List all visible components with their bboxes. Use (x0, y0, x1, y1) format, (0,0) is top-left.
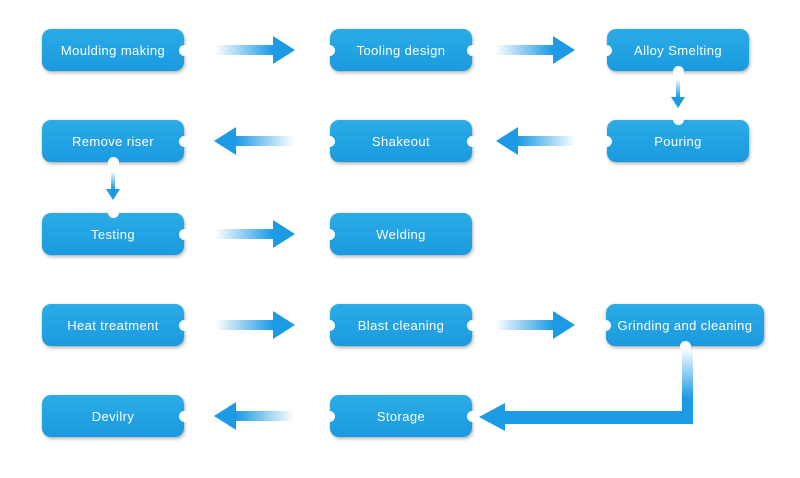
connector-notch-right (179, 44, 190, 56)
node-testing: Testing (42, 207, 190, 255)
arrow-head-icon (214, 127, 236, 155)
node-label: Blast cleaning (357, 317, 445, 333)
node-label: Alloy Smelting (634, 42, 722, 58)
connector-notch-right (179, 319, 190, 331)
arrow-head-icon (553, 36, 575, 64)
connector-notch-bottom (107, 157, 119, 168)
arrow-head-icon (671, 97, 685, 108)
connector-notch-right (179, 228, 190, 240)
node-storage: Storage (324, 395, 478, 437)
arrow-shaft (236, 411, 294, 421)
arrow-head-icon (273, 220, 295, 248)
node-label: Pouring (654, 133, 702, 149)
connector-notch-right (467, 319, 478, 331)
arrow-shaft (215, 229, 273, 239)
flow-arrow-right (215, 36, 295, 64)
node-heat-treatment: Heat treatment (42, 304, 190, 346)
node-label: Shakeout (371, 133, 431, 149)
arrow-shaft (676, 80, 680, 97)
flow-arrow-left (214, 127, 294, 155)
connector-notch-left (324, 410, 335, 422)
node-label: Tooling design (356, 42, 446, 58)
flow-arrow-right (215, 220, 295, 248)
connector-notch-left (324, 44, 335, 56)
connector-notch-left (324, 228, 335, 240)
flow-arrow-left (214, 402, 294, 430)
arrow-head-icon (214, 402, 236, 430)
arrow-head-icon (496, 127, 518, 155)
connector-notch-left (600, 319, 611, 331)
node-label: Storage (376, 408, 426, 424)
node-devilry: Devilry (42, 395, 190, 437)
node-label: Remove riser (71, 133, 155, 149)
arrow-head-icon (106, 189, 120, 200)
node-label: Testing (91, 226, 135, 242)
node-label: Moulding making (60, 42, 166, 58)
connector-notch-left (601, 135, 612, 147)
connector-notch-right (467, 410, 478, 422)
node-label: Heat treatment (67, 317, 159, 333)
arrow-shaft (495, 45, 553, 55)
arrow-head-icon (273, 36, 295, 64)
flow-connector-elbow-vertical (682, 348, 693, 411)
arrow-shaft (215, 45, 273, 55)
connector-notch-right (179, 135, 190, 147)
node-remove-riser: Remove riser (42, 120, 190, 168)
connector-notch-top (107, 207, 119, 218)
node-tooling-design: Tooling design (324, 29, 478, 71)
node-shakeout: Shakeout (324, 120, 478, 162)
connector-notch-right (179, 410, 190, 422)
flow-arrow-down (670, 80, 686, 108)
connector-notch-right (467, 44, 478, 56)
arrow-shaft (215, 320, 273, 330)
connector-notch-right (467, 135, 478, 147)
node-label: Welding (376, 226, 426, 242)
node-moulding-making: Moulding making (42, 29, 190, 71)
flow-arrow-right (215, 311, 295, 339)
connector-notch-left (324, 135, 335, 147)
arrow-shaft (495, 320, 553, 330)
node-label: Grinding and cleaning (617, 317, 753, 333)
arrow-shaft (236, 136, 294, 146)
flow-arrow-left (496, 127, 576, 155)
connector-notch-left (601, 44, 612, 56)
arrow-shaft (111, 172, 115, 189)
flow-arrow-down (105, 172, 121, 200)
node-label: Devilry (91, 408, 135, 424)
flow-arrow-right (495, 36, 575, 64)
arrow-head-icon (273, 311, 295, 339)
arrow-head-icon (479, 403, 505, 431)
node-blast-cleaning: Blast cleaning (324, 304, 478, 346)
connector-notch-bottom (672, 66, 684, 77)
connector-notch-top (672, 114, 684, 125)
node-welding: Welding (324, 213, 472, 255)
connector-notch-left (324, 319, 335, 331)
arrow-head-icon (553, 311, 575, 339)
arrow-shaft (518, 136, 576, 146)
flow-connector-elbow-horizontal (505, 411, 693, 424)
flow-arrow-right (495, 311, 575, 339)
node-alloy-smelting: Alloy Smelting (601, 29, 749, 77)
node-pouring: Pouring (601, 114, 749, 162)
node-grinding-and-cleaning: Grinding and cleaning (600, 304, 764, 352)
connector-notch-bottom (679, 341, 691, 352)
